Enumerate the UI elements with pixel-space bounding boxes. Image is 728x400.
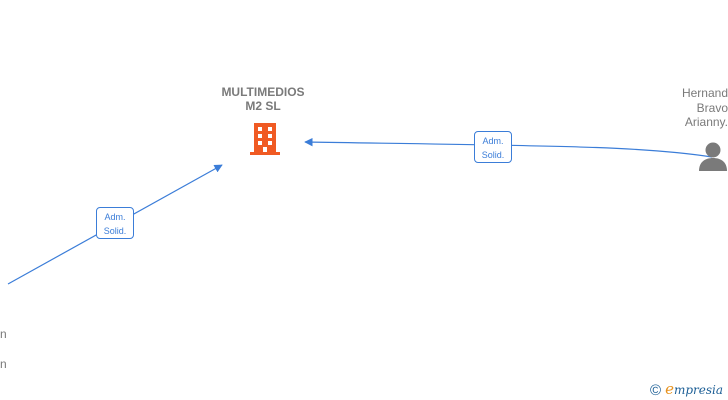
person-name-line-1: Hernand <box>681 86 728 100</box>
edge-label-right[interactable]: Adm. Solid. <box>474 131 512 163</box>
edge-person-to-company <box>304 137 713 158</box>
partial-left-text-1: n <box>0 327 7 341</box>
person-name-line-3: Arianny. <box>684 115 728 129</box>
brand-initial: e <box>665 380 674 398</box>
partial-left-text-2: n <box>0 357 7 371</box>
edge-label-left-line-2: Solid. <box>103 226 127 236</box>
company-name-line-2: M2 SL <box>245 99 281 113</box>
person-name[interactable]: Hernand Bravo Arianny. <box>640 86 728 130</box>
company-name-line-1: MULTIMEDIOS <box>221 85 305 99</box>
building-icon[interactable] <box>249 121 281 156</box>
edge-label-right-line-1: Adm. <box>482 136 504 146</box>
brand-logo: empresia <box>665 380 724 398</box>
person-name-line-2: Bravo <box>696 100 728 115</box>
copyright-symbol: © <box>650 382 662 399</box>
person-icon[interactable] <box>698 140 728 172</box>
brand-rest: mpresia <box>673 383 724 397</box>
edge-label-right-line-2: Solid. <box>481 150 505 160</box>
edge-label-left[interactable]: Adm. Solid. <box>96 207 134 239</box>
company-name[interactable]: MULTIMEDIOS M2 SL <box>203 85 323 113</box>
footer-branding: ©empresia <box>650 380 728 399</box>
edge-label-left-line-1: Adm. <box>104 212 126 222</box>
